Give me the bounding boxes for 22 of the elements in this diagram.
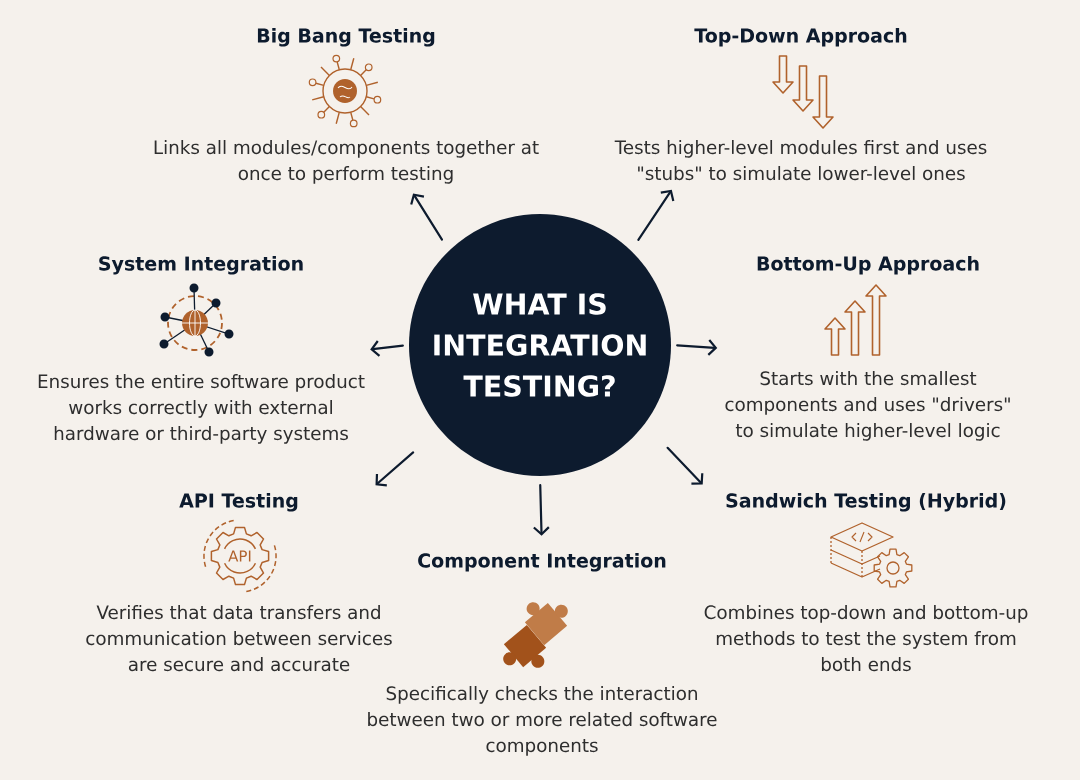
arrow: [676, 339, 718, 356]
heading: Component Integration: [418, 553, 666, 572]
description: Ensures the entire software product works correctly with external hardware or third-party systems: [38, 374, 365, 444]
heading: Bottom-Up Approach: [757, 256, 979, 275]
arrow: [410, 193, 444, 241]
heading: Top-Down Approach: [694, 28, 907, 47]
arrow: [375, 451, 415, 487]
description: Tests higher-level modules first and uses "stubs" to simulate lower-level ones: [614, 140, 987, 181]
heading: API Testing: [179, 493, 298, 512]
description: Verifies that data transfers and communication between services are secure and accurate: [86, 605, 392, 672]
arrow: [637, 189, 675, 241]
description: Specifically checks the interaction between two or more related software components: [368, 686, 717, 756]
heading: System Integration: [99, 256, 303, 275]
description: Links all modules/components together at once to perform testing: [154, 140, 539, 184]
heading: Big Bang Testing: [257, 28, 435, 47]
description: Combines top-down and bottom-up methods to test the system from both ends: [704, 605, 1028, 672]
heading: Sandwich Testing (Hybrid): [726, 493, 1006, 512]
arrow: [370, 340, 404, 357]
description: Starts with the smallest components and uses "drivers" to simulate higher-level logic: [725, 371, 1010, 441]
arrow: [666, 446, 704, 485]
icon-text: API: [228, 550, 251, 562]
arrow: [533, 484, 550, 536]
